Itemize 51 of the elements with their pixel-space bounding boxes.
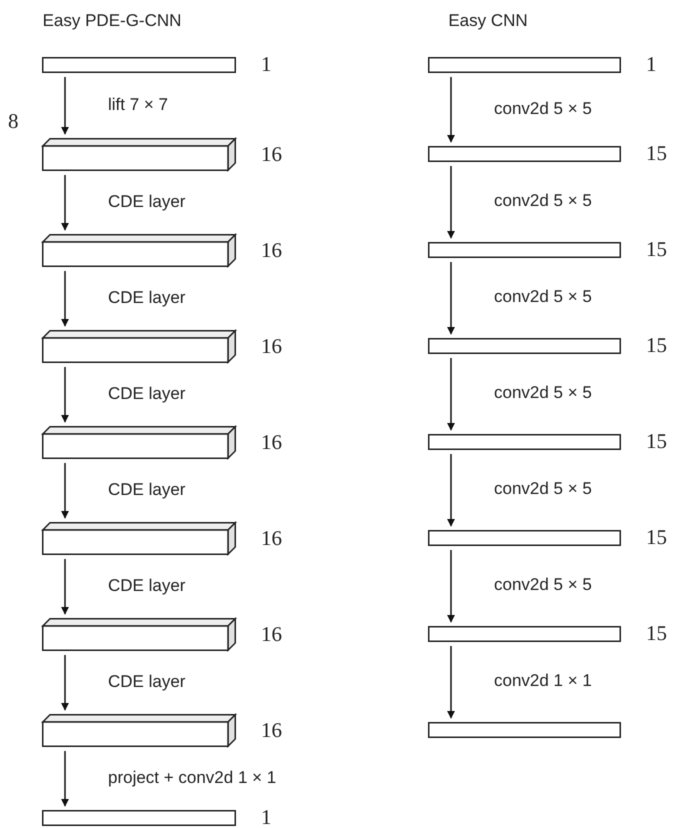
- arrow: [447, 77, 455, 143]
- feature-block: [42, 522, 236, 555]
- channel-count: 15: [646, 141, 667, 165]
- channel-count: 1: [261, 805, 272, 828]
- depth-label: 8: [8, 108, 18, 135]
- layer-bar: [428, 434, 621, 450]
- layer-bar: [42, 810, 236, 826]
- layer-bar: [428, 338, 621, 354]
- channel-count: 15: [646, 333, 667, 357]
- channel-count: 16: [261, 142, 282, 166]
- arrow: [61, 367, 69, 423]
- channel-count: 16: [261, 622, 282, 646]
- feature-block: [42, 426, 236, 459]
- channel-count: 16: [261, 718, 282, 742]
- channel-count: 16: [261, 526, 282, 550]
- arrow: [61, 271, 69, 327]
- arrow: [61, 463, 69, 519]
- feature-block: [42, 234, 236, 267]
- channel-count: 15: [646, 621, 667, 645]
- layer-bar: [428, 530, 621, 546]
- arrow: [61, 559, 69, 615]
- channel-count: 15: [646, 429, 667, 453]
- arrow: [61, 77, 69, 135]
- channel-count: 16: [261, 334, 282, 358]
- feature-block: [42, 138, 236, 171]
- channel-count: 1: [646, 52, 656, 76]
- layer-bar: [428, 626, 621, 642]
- channel-count: 16: [261, 430, 282, 454]
- arrow: [61, 655, 69, 711]
- channel-count: 16: [261, 238, 282, 262]
- arrow: [447, 262, 455, 335]
- layer-bar: [42, 57, 236, 73]
- arrow: [447, 358, 455, 431]
- column-heading: Easy CNN: [447, 10, 529, 32]
- arrow: [447, 646, 455, 719]
- arrow: [61, 751, 69, 807]
- arrow: [61, 175, 69, 231]
- feature-block: [42, 618, 236, 651]
- layer-bar: [428, 57, 621, 73]
- arrow: [447, 454, 455, 527]
- feature-block: [42, 330, 236, 363]
- channel-count: 1: [261, 52, 272, 76]
- arrow: [447, 550, 455, 623]
- arrow: [447, 166, 455, 239]
- layer-bar: [428, 242, 621, 258]
- feature-block: [42, 714, 236, 747]
- channel-count: 15: [646, 525, 667, 549]
- layer-bar: [428, 722, 621, 738]
- channel-count: 15: [646, 237, 667, 261]
- column-heading: Easy PDE-G-CNN: [42, 10, 182, 32]
- layer-bar: [428, 146, 621, 162]
